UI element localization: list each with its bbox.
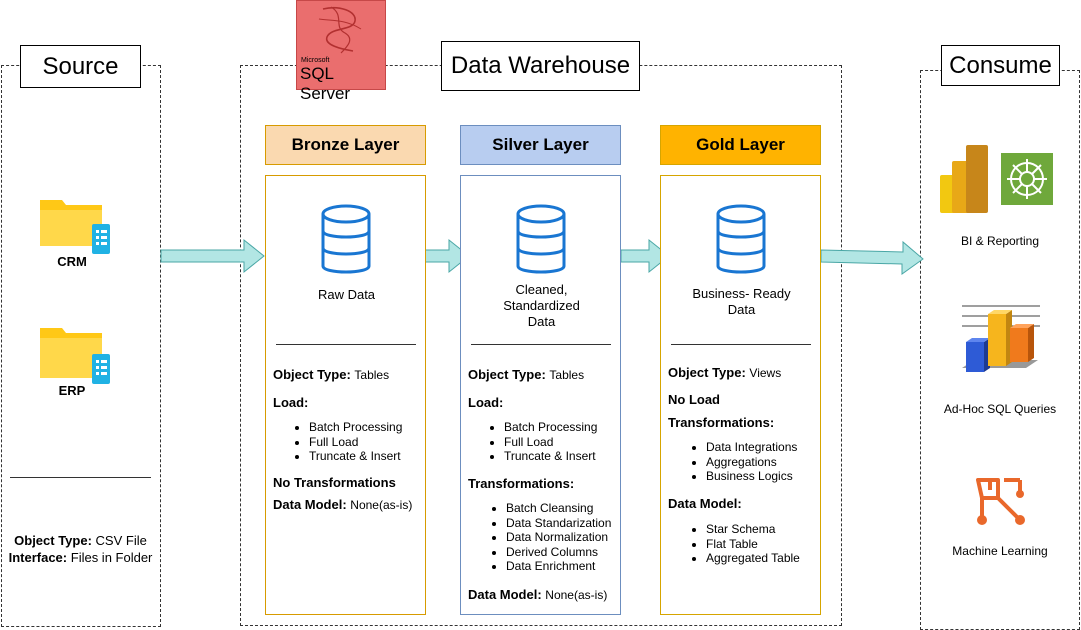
erp-folder-icon (40, 328, 110, 384)
machine-learning-label: Machine Learning (952, 544, 1048, 558)
silver-transformations-list: Batch Cleansing Data Standarization Data… (486, 501, 611, 574)
source-object-type-value: CSV File (95, 533, 147, 548)
silver-caption-line: Data (527, 314, 556, 329)
bronze-object-type-value: Tables (354, 368, 390, 382)
list-item: Business Logics (706, 469, 797, 484)
gold-object-type-value: Views (749, 366, 782, 380)
silver-caption-line: Standardized (503, 298, 580, 313)
gold-layer-header: Gold Layer (660, 125, 821, 165)
list-item: Data Enrichment (506, 559, 611, 574)
silver-data-model-value: None(as-is) (545, 588, 608, 602)
adhoc-sql-queries-label: Ad-Hoc SQL Queries (943, 402, 1057, 416)
gold-layer-box: Business- Ready Data Object Type: Views … (660, 175, 821, 615)
consume-title: Consume (941, 45, 1060, 86)
list-item: Derived Columns (506, 545, 611, 560)
sql-server-logo: Microsoft SQL Server (296, 0, 386, 103)
bronze-data-model: Data Model: None(as-is) (273, 497, 412, 512)
silver-data-model-label: Data Model: (468, 587, 542, 602)
gold-database-icon (716, 204, 766, 274)
bar-chart-icon (962, 305, 1040, 372)
bronze-caption: Raw Data (317, 287, 376, 302)
gold-caption: Business- Ready Data (661, 286, 822, 318)
list-item: Data Standarization (506, 516, 611, 531)
gold-data-model-label: Data Model: (668, 496, 742, 511)
source-interface-label: Interface: (8, 550, 68, 565)
source-interface-value: Files in Folder (70, 550, 153, 565)
bronze-load-label: Load: (273, 395, 309, 410)
gold-transformations-list: Data Integrations Aggregations Business … (686, 440, 797, 484)
gold-object-type: Object Type: Views (668, 365, 781, 380)
bronze-database-icon (321, 204, 371, 274)
list-item: Flat Table (706, 537, 800, 552)
sql-server-swirl-icon (318, 6, 362, 54)
source-title: Source (20, 45, 141, 88)
gold-object-type-label: Object Type: (668, 365, 746, 380)
list-item: Truncate & Insert (504, 449, 597, 464)
list-item: Star Schema (706, 522, 800, 537)
gold-transformations-label: Transformations: (668, 415, 775, 430)
sql-server-small-text: Microsoft (301, 57, 330, 64)
bronze-data-model-label: Data Model: (273, 497, 347, 512)
silver-load-list: Batch Processing Full Load Truncate & In… (484, 420, 597, 464)
silver-layer-header: Silver Layer (460, 125, 621, 165)
source-object-type: Object Type: CSV File (0, 533, 161, 548)
bronze-layer-header: Bronze Layer (265, 125, 426, 165)
crm-label: CRM (57, 254, 87, 269)
bronze-object-type-label: Object Type: (273, 367, 351, 382)
sql-server-name: SQL Server (300, 64, 351, 103)
source-interface: Interface: Files in Folder (0, 550, 161, 565)
warehouse-title: Data Warehouse (441, 41, 640, 91)
list-item: Truncate & Insert (309, 449, 402, 464)
bronze-data-model-value: None(as-is) (350, 498, 413, 512)
list-item: Aggregated Table (706, 551, 800, 566)
gold-no-load: No Load (668, 392, 720, 407)
bronze-layer-box: Raw Data Object Type: Tables Load: Batch… (265, 175, 426, 615)
list-item: Batch Cleansing (506, 501, 611, 516)
list-item: Data Integrations (706, 440, 797, 455)
silver-caption: Cleaned, Standardized Data (461, 282, 622, 330)
list-item: Full Load (504, 435, 597, 450)
silver-divider (471, 344, 611, 345)
silver-object-type: Object Type: Tables (468, 367, 584, 382)
list-item: Data Normalization (506, 530, 611, 545)
list-item: Batch Processing (309, 420, 402, 435)
source-object-type-label: Object Type: (14, 533, 92, 548)
list-item: Batch Processing (504, 420, 597, 435)
bronze-object-type: Object Type: Tables (273, 367, 389, 382)
silver-data-model: Data Model: None(as-is) (468, 587, 607, 602)
silver-object-type-value: Tables (549, 368, 585, 382)
bronze-no-transformations: No Transformations (273, 475, 396, 490)
bronze-divider (276, 344, 416, 345)
power-bi-icon (940, 145, 988, 213)
crm-folder-icon (40, 200, 110, 254)
list-item: Full Load (309, 435, 402, 450)
source-divider (10, 477, 151, 478)
silver-load-label: Load: (468, 395, 504, 410)
machine-learning-icon (976, 478, 1025, 525)
gold-divider (671, 344, 811, 345)
silver-caption-line: Cleaned, (515, 282, 568, 297)
list-item: Aggregations (706, 455, 797, 470)
silver-object-type-label: Object Type: (468, 367, 546, 382)
bi-reporting-label: BI & Reporting (960, 234, 1040, 248)
gold-caption-line: Business- Ready (692, 286, 791, 301)
silver-transformations-label: Transformations: (468, 476, 575, 491)
gold-data-model-list: Star Schema Flat Table Aggregated Table (686, 522, 800, 566)
erp-label: ERP (58, 383, 86, 398)
silver-layer-box: Cleaned, Standardized Data Object Type: … (460, 175, 621, 615)
gold-caption-line: Data (727, 302, 756, 317)
analytics-gear-icon (1001, 153, 1053, 205)
bronze-load-list: Batch Processing Full Load Truncate & In… (289, 420, 402, 464)
silver-database-icon (516, 204, 566, 274)
